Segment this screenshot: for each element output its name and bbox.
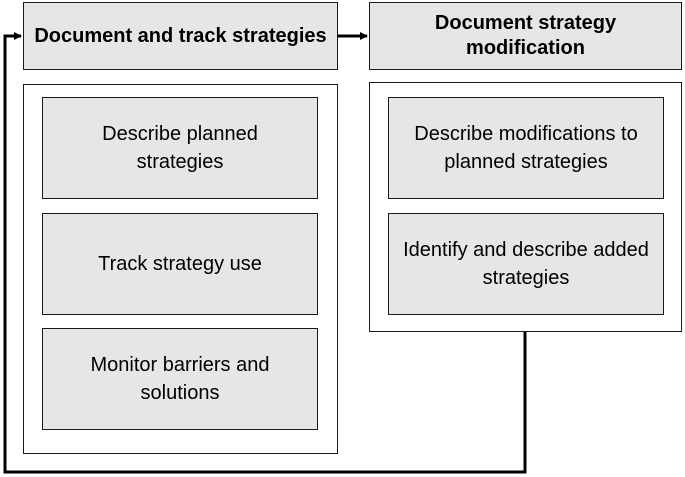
left-item-label: Track strategy use [98,253,262,275]
left-item-track-use: Track strategy use [42,213,318,315]
feedback-loop-arrow [3,32,527,474]
right-header-box: Document strategy modification [369,2,682,70]
right-item-describe-modifications: Describe modifications to planned strate… [388,97,664,199]
right-item-label: Describe modifications to planned strate… [414,123,638,173]
left-item-label: Describe planned strategies [102,123,258,173]
left-item-monitor-barriers: Monitor barriers and solutions [42,328,318,430]
right-item-label: Identify and describe added strategies [403,239,649,289]
right-item-identify-added: Identify and describe added strategies [388,213,664,315]
left-header-label: Document and track strategies [34,24,327,47]
left-header-box: Document and track strategies [23,2,338,70]
left-item-label: Monitor barriers and solutions [90,354,270,404]
left-item-describe-planned: Describe planned strategies [42,97,318,199]
right-header-label: Document strategy modification [434,12,617,59]
